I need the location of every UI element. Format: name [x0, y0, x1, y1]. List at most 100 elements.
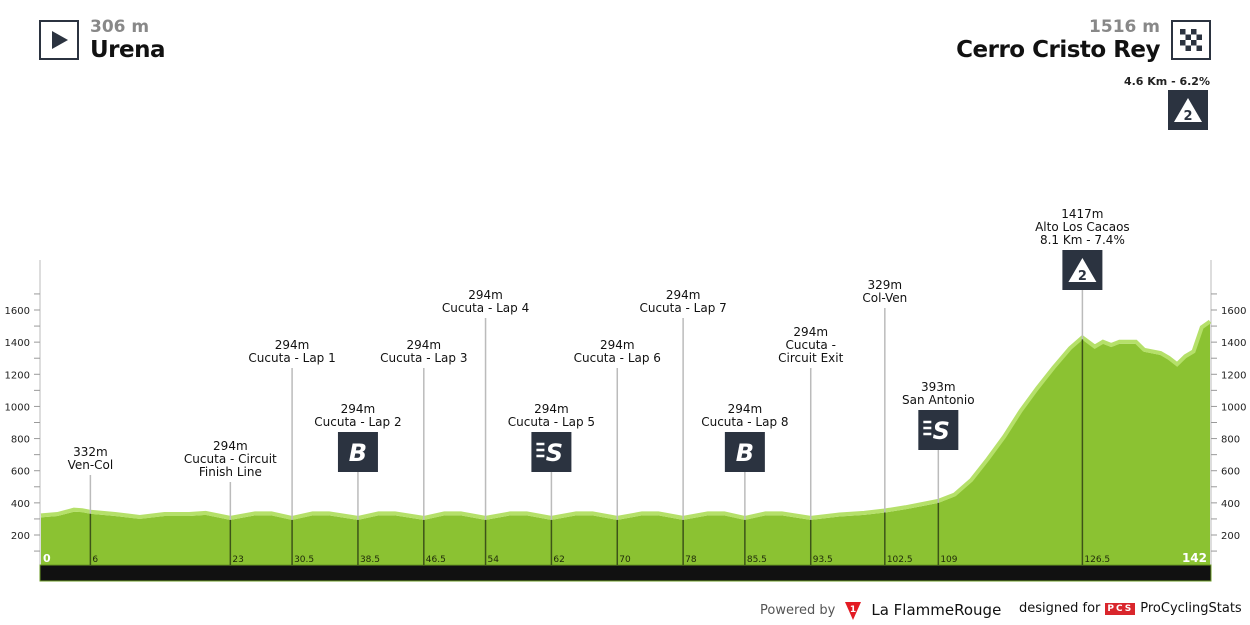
y-tick-label-right: 1600	[1221, 306, 1246, 317]
laflammerouge-logo-icon: 1	[845, 602, 862, 620]
marker-label: Cucuta - Lap 4	[442, 301, 529, 315]
y-tick-label-right: 600	[1221, 467, 1240, 478]
climb-category-2-icon: 2	[1168, 90, 1208, 130]
marker-label: Circuit Exit	[778, 351, 843, 365]
y-tick-label-left: 200	[11, 531, 30, 542]
y-tick-label-left: 1000	[5, 402, 30, 413]
marker-label: 294m	[213, 439, 248, 453]
marker-label: 332m	[73, 445, 108, 459]
start-name: Urena	[90, 37, 166, 63]
x-tick-label: 6	[92, 555, 98, 565]
icon-letter: S	[933, 417, 950, 445]
brand-name: La FlammeRouge	[871, 601, 1002, 619]
y-tick-label-left: 400	[11, 499, 30, 510]
x-tick-label: 38.5	[360, 555, 380, 565]
svg-text:1: 1	[850, 605, 856, 615]
marker-label: 294m	[600, 338, 635, 352]
start-flag-icon	[39, 20, 79, 60]
pcs-logo-icon: PCS	[1105, 602, 1136, 615]
marker-label: 294m	[341, 402, 376, 416]
y-tick-label-left: 600	[11, 467, 30, 478]
marker-label: San Antonio	[902, 393, 975, 407]
finish-name: Cerro Cristo Rey	[956, 37, 1160, 63]
marker-label: Ven-Col	[68, 458, 114, 472]
marker-label: Cucuta - Lap 2	[314, 415, 401, 429]
x-tick-label: 70	[619, 555, 631, 565]
x-tick-label: 30.5	[294, 555, 314, 565]
y-tick-label-left: 1600	[5, 306, 30, 317]
climb-category-label: 2	[1183, 109, 1192, 124]
marker-label: Cucuta - Lap 1	[248, 351, 335, 365]
y-tick-label-left: 1200	[5, 370, 30, 381]
marker-label: 393m	[921, 380, 956, 394]
marker-label: 1417m	[1061, 207, 1103, 221]
x-tick-label: 102.5	[887, 555, 913, 565]
x-tick-label: 126.5	[1084, 555, 1110, 565]
icon-letter: B	[736, 439, 754, 467]
x-tick-label: 0	[43, 552, 51, 565]
y-tick-label-left: 800	[11, 435, 30, 446]
marker-label: 294m	[275, 338, 310, 352]
x-tick-label: 23	[232, 555, 243, 565]
powered-by: Powered by 1 La FlammeRouge	[760, 600, 1001, 620]
designed-for: designed for PCS ProCyclingStats	[1019, 601, 1242, 616]
marker-label: 294m	[793, 325, 828, 339]
marker-label: Finish Line	[199, 465, 262, 479]
x-tick-label: 62	[553, 555, 564, 565]
climb-category-text: 2	[1078, 269, 1087, 284]
y-tick-label-right: 200	[1221, 531, 1240, 542]
marker-label: 8.1 Km - 7.4%	[1040, 233, 1125, 247]
finish-climb-info: 4.6 Km - 6.2%	[1123, 75, 1210, 88]
y-tick-label-right: 1200	[1221, 370, 1246, 381]
profile-highlight	[40, 319, 1212, 520]
marker-label: Cucuta - Lap 7	[639, 301, 726, 315]
icon-letter: S	[546, 439, 563, 467]
x-tick-label: 85.5	[747, 555, 767, 565]
x-tick-label: 78	[685, 555, 697, 565]
marker-label: Cucuta - Lap 3	[380, 351, 467, 365]
y-tick-label-left: 1400	[5, 338, 30, 349]
y-tick-label-right: 1400	[1221, 338, 1246, 349]
marker-label: Cucuta - Lap 8	[701, 415, 788, 429]
marker-label: Col-Ven	[862, 291, 907, 305]
marker-label: Alto Los Cacaos	[1035, 220, 1130, 234]
pcs-name: ProCyclingStats	[1140, 601, 1242, 616]
designed-for-label: designed for	[1019, 601, 1101, 616]
x-tick-label: 142	[1182, 551, 1207, 565]
marker-label: 294m	[728, 402, 763, 416]
start-elevation: 306 m	[90, 17, 150, 37]
icon-letter: B	[349, 439, 367, 467]
bonus-icon	[724, 432, 765, 472]
x-tick-label: 109	[940, 555, 957, 565]
marker-label: 294m	[666, 288, 701, 302]
sprint-icon	[918, 410, 959, 450]
x-tick-label: 54	[488, 555, 500, 565]
marker-label: Cucuta - Lap 6	[574, 351, 661, 365]
marker-label: 294m	[534, 402, 569, 416]
marker-label: 294m	[468, 288, 503, 302]
marker-label: 294m	[407, 338, 442, 352]
y-tick-label-right: 1000	[1221, 402, 1246, 413]
sprint-icon	[531, 432, 572, 472]
finish-flag-icon	[1171, 20, 1211, 60]
marker-label: Cucuta - Lap 5	[508, 415, 595, 429]
bonus-icon	[337, 432, 378, 472]
finish-elevation: 1516 m	[1089, 17, 1160, 37]
marker-label: Cucuta - Circuit	[184, 452, 277, 466]
marker-label: 329m	[868, 278, 903, 292]
